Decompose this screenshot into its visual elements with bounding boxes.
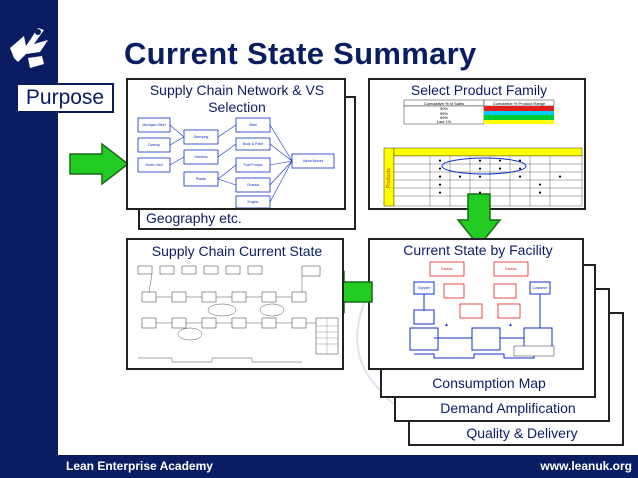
- family-row-99: 99%: [440, 115, 448, 120]
- supply-chain-current-state-title: Supply Chain Current State: [151, 243, 323, 259]
- svg-text:●: ●: [558, 174, 561, 180]
- svg-text:●: ●: [438, 174, 441, 180]
- svg-text:●: ●: [458, 174, 461, 180]
- facility-panel: Current State by Facility ▲ ▲ Kanban: [368, 238, 584, 370]
- svg-text:●: ●: [478, 174, 481, 180]
- consumption-map-label: Consumption Map: [432, 375, 546, 391]
- svg-text:●: ●: [438, 166, 441, 172]
- arrow-down-icon: [456, 193, 502, 248]
- svg-text:●: ●: [518, 166, 521, 172]
- svg-text:●: ●: [438, 190, 441, 196]
- slide-title: Current State Summary: [124, 36, 477, 71]
- network-panel-title: Supply Chain Network & VS Selection: [149, 82, 325, 115]
- svg-text:●: ●: [518, 158, 521, 164]
- svg-text:●: ●: [538, 182, 541, 188]
- quality-delivery-label: Quality & Delivery: [466, 425, 578, 441]
- footer-academy-name: Lean Enterprise Academy: [66, 459, 213, 473]
- supply-network-diagram: Michigan Steel Overlay South Haul Stampi…: [137, 117, 335, 208]
- demand-amplification-label: Demand Amplification: [440, 400, 576, 416]
- svg-text:●: ●: [518, 174, 521, 180]
- svg-text:▲: ▲: [508, 322, 513, 328]
- academy-logo-icon: [4, 18, 54, 74]
- svg-text:●: ●: [498, 158, 501, 164]
- svg-text:Overlay: Overlay: [148, 143, 160, 147]
- facility-title: Current State by Facility: [403, 242, 553, 258]
- svg-text:Steel: Steel: [249, 123, 257, 127]
- facility-box-kanban-2: Kanban: [505, 267, 517, 271]
- family-row-50: 50%: [440, 106, 448, 111]
- family-header-sales: Cumulative % of Sales: [424, 101, 464, 106]
- facility-box-supplier: Supplier: [418, 286, 432, 290]
- svg-text:Engine: Engine: [248, 200, 259, 204]
- svg-text:Chassis: Chassis: [247, 183, 260, 187]
- svg-text:Plastic: Plastic: [196, 177, 207, 181]
- family-row-last: Last 1%: [437, 119, 452, 124]
- svg-text:●: ●: [438, 158, 441, 164]
- product-family-panel: Select Product Family Cumulative % of Sa…: [368, 78, 586, 210]
- supply-chain-map-diagram: [137, 265, 339, 363]
- facility-box-customer: Customer: [532, 286, 548, 290]
- svg-text:Harness: Harness: [194, 155, 207, 159]
- family-row-95: 95%: [440, 111, 448, 116]
- svg-text:▲: ▲: [444, 322, 449, 328]
- family-header-range: Cumulative % Product Range: [493, 101, 546, 106]
- facility-box-kanban-1: Kanban: [441, 267, 453, 271]
- svg-text:●: ●: [498, 166, 501, 172]
- svg-text:Michigan Steel: Michigan Steel: [143, 123, 166, 127]
- arrow-right-icon: [69, 142, 130, 186]
- footer-bar: Lean Enterprise Academy www.leanuk.org: [0, 455, 638, 478]
- svg-text:●: ●: [478, 158, 481, 164]
- svg-text:Body & Paint: Body & Paint: [243, 142, 263, 146]
- svg-text:Fuel Pumps: Fuel Pumps: [244, 163, 263, 167]
- purpose-label: Purpose: [16, 83, 114, 113]
- svg-text:Alpha Motors: Alpha Motors: [303, 159, 324, 163]
- footer-website[interactable]: www.leanuk.org: [540, 459, 632, 473]
- svg-text:●: ●: [478, 190, 481, 196]
- svg-text:South Haul: South Haul: [145, 163, 163, 167]
- supply-chain-current-state-panel: Supply Chain Current State: [126, 238, 344, 370]
- product-family-title: Select Product Family: [410, 82, 548, 98]
- svg-text:●: ●: [438, 182, 441, 188]
- svg-text:●: ●: [478, 166, 481, 172]
- facility-vsm-diagram: ▲ ▲ Kanban Kanban Supplier Customer: [409, 261, 555, 359]
- network-panel: Supply Chain Network & VS Selection Mich…: [126, 78, 346, 210]
- geography-note: Geography etc.: [146, 210, 242, 226]
- sidebar: [0, 0, 58, 478]
- svg-text:●: ●: [538, 190, 541, 196]
- svg-text:Stamping: Stamping: [194, 135, 209, 139]
- products-side-label: Products: [386, 168, 392, 188]
